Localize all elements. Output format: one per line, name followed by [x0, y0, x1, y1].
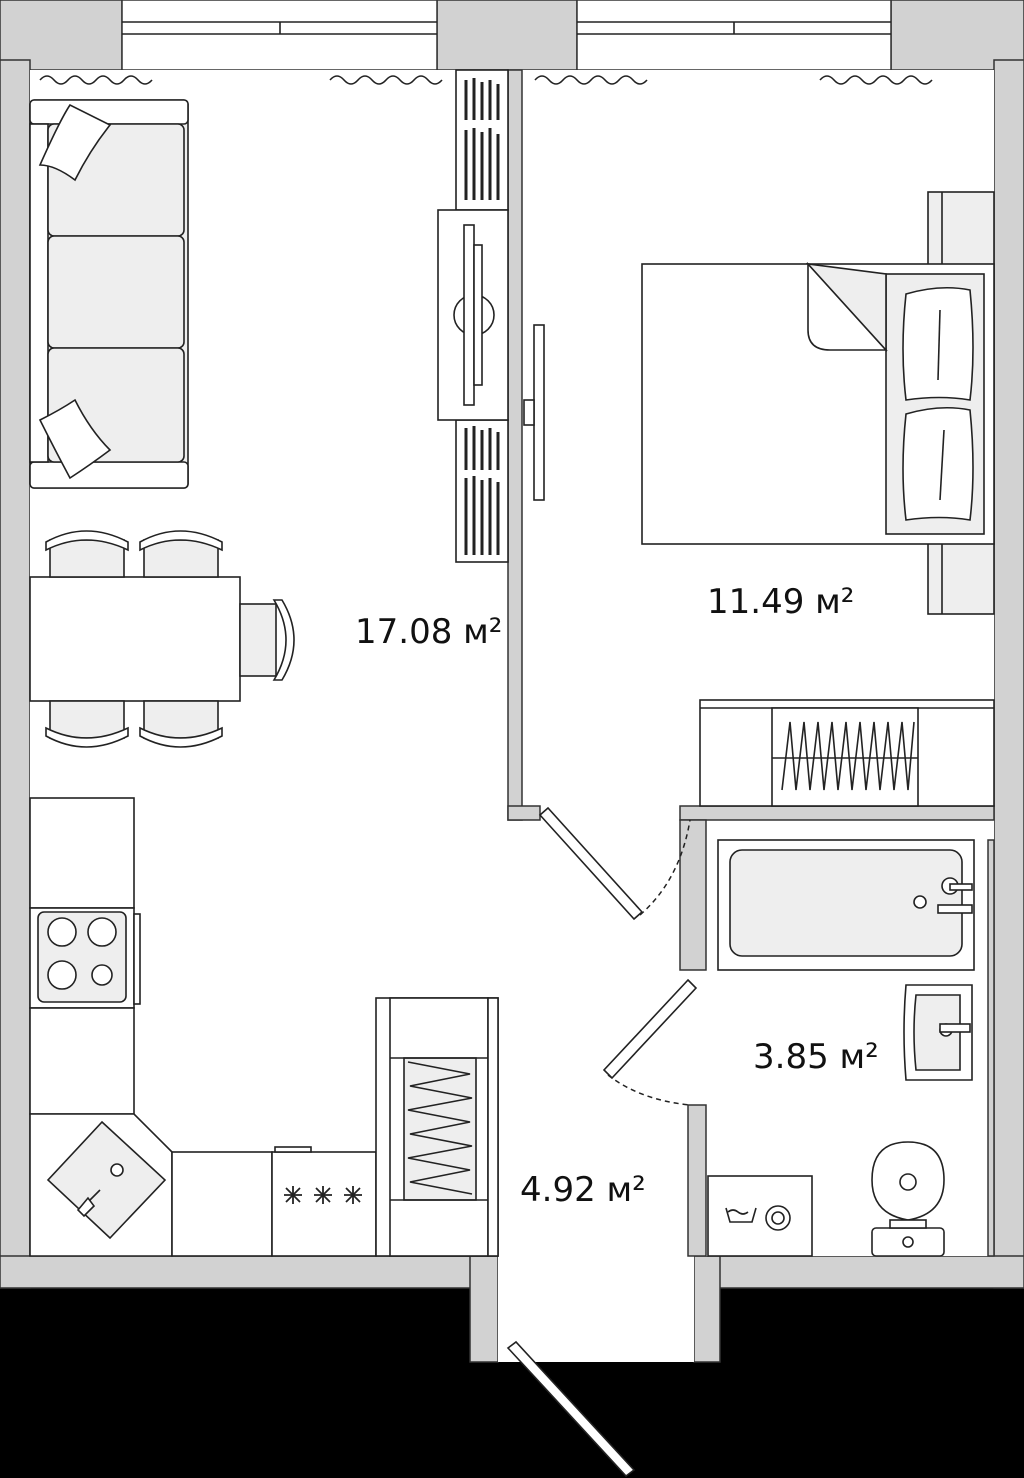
bedroom-area-label: 11.49 м² [707, 582, 855, 622]
bedroom-wardrobe [699, 699, 995, 807]
exterior-walls [0, 0, 1024, 1363]
interior-walls [507, 69, 995, 1257]
sofa [29, 99, 189, 489]
doors [506, 806, 698, 1478]
bedroom-furniture [641, 191, 995, 615]
living-room-area-label: 17.08 м² [355, 612, 503, 652]
hallway-area-label: 4.92 м² [520, 1170, 646, 1210]
bathroom-fixtures [707, 839, 975, 1257]
bathroom-area-label: 3.85 м² [753, 1037, 879, 1077]
bookshelf-tv-unit [437, 69, 545, 563]
hall-wardrobe [375, 997, 499, 1257]
radiators [39, 75, 933, 85]
windows [121, 0, 892, 71]
kitchen [29, 797, 377, 1257]
dining-set [29, 530, 295, 748]
